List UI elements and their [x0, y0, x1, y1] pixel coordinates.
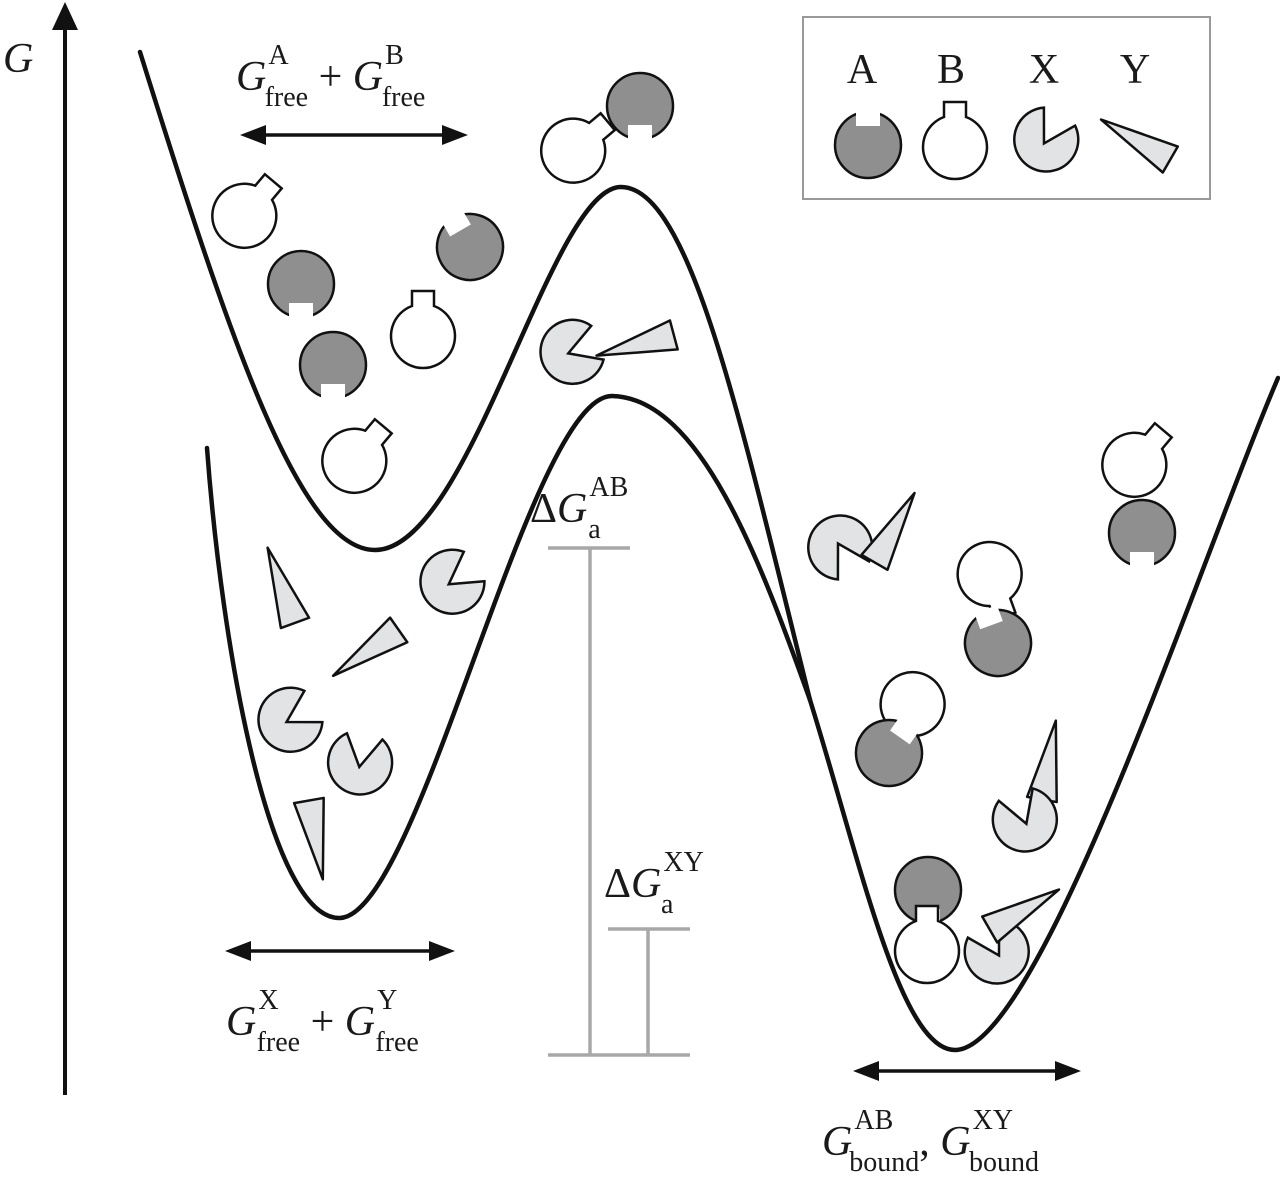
curve-bound-well	[807, 375, 1280, 1053]
molecule-b-icon	[893, 904, 961, 985]
arrow-bound	[853, 1061, 1081, 1081]
molecule-b-icon	[1087, 408, 1190, 512]
legend-label-b: B	[937, 47, 965, 93]
curve-ab	[137, 49, 813, 703]
molecule-a-icon	[605, 71, 675, 144]
legend-label-y: Y	[1120, 47, 1150, 93]
legend-label-a: A	[847, 47, 878, 93]
molecule-x-icon	[530, 311, 610, 395]
molecule-x-icon	[245, 677, 331, 765]
molecule-x-icon	[406, 539, 494, 628]
energy-axis-label: G	[3, 36, 33, 82]
molecule-x-icon	[321, 729, 398, 801]
molecules-crossing-ab	[526, 71, 675, 198]
molecule-a-icon	[953, 596, 1042, 687]
legend-label-x: X	[1029, 47, 1059, 93]
molecule-a-icon	[422, 198, 517, 294]
molecule-y-icon	[980, 875, 1068, 944]
legend: A B X Y	[802, 16, 1211, 200]
molecule-b-icon	[197, 159, 300, 263]
molecule-a-icon	[1107, 498, 1177, 571]
molecule-y-icon	[860, 484, 929, 572]
molecule-y-icon	[591, 319, 679, 372]
arrow-free-ab	[240, 125, 468, 145]
molecule-y-icon	[252, 541, 311, 630]
molecule-b-icon	[307, 404, 410, 508]
molecules-bound	[795, 408, 1190, 997]
molecule-b-icon	[389, 289, 457, 370]
molecule-y-icon	[323, 616, 409, 690]
arrow-free-xy	[225, 941, 455, 961]
barrier-bars	[548, 546, 690, 1057]
molecule-a-icon	[266, 249, 336, 322]
curve-xy	[204, 393, 813, 921]
energy-axis-arrowhead	[52, 2, 78, 30]
molecule-a-icon	[298, 330, 368, 403]
molecule-y-icon	[292, 796, 339, 884]
molecules-crossing-xy	[530, 311, 679, 395]
